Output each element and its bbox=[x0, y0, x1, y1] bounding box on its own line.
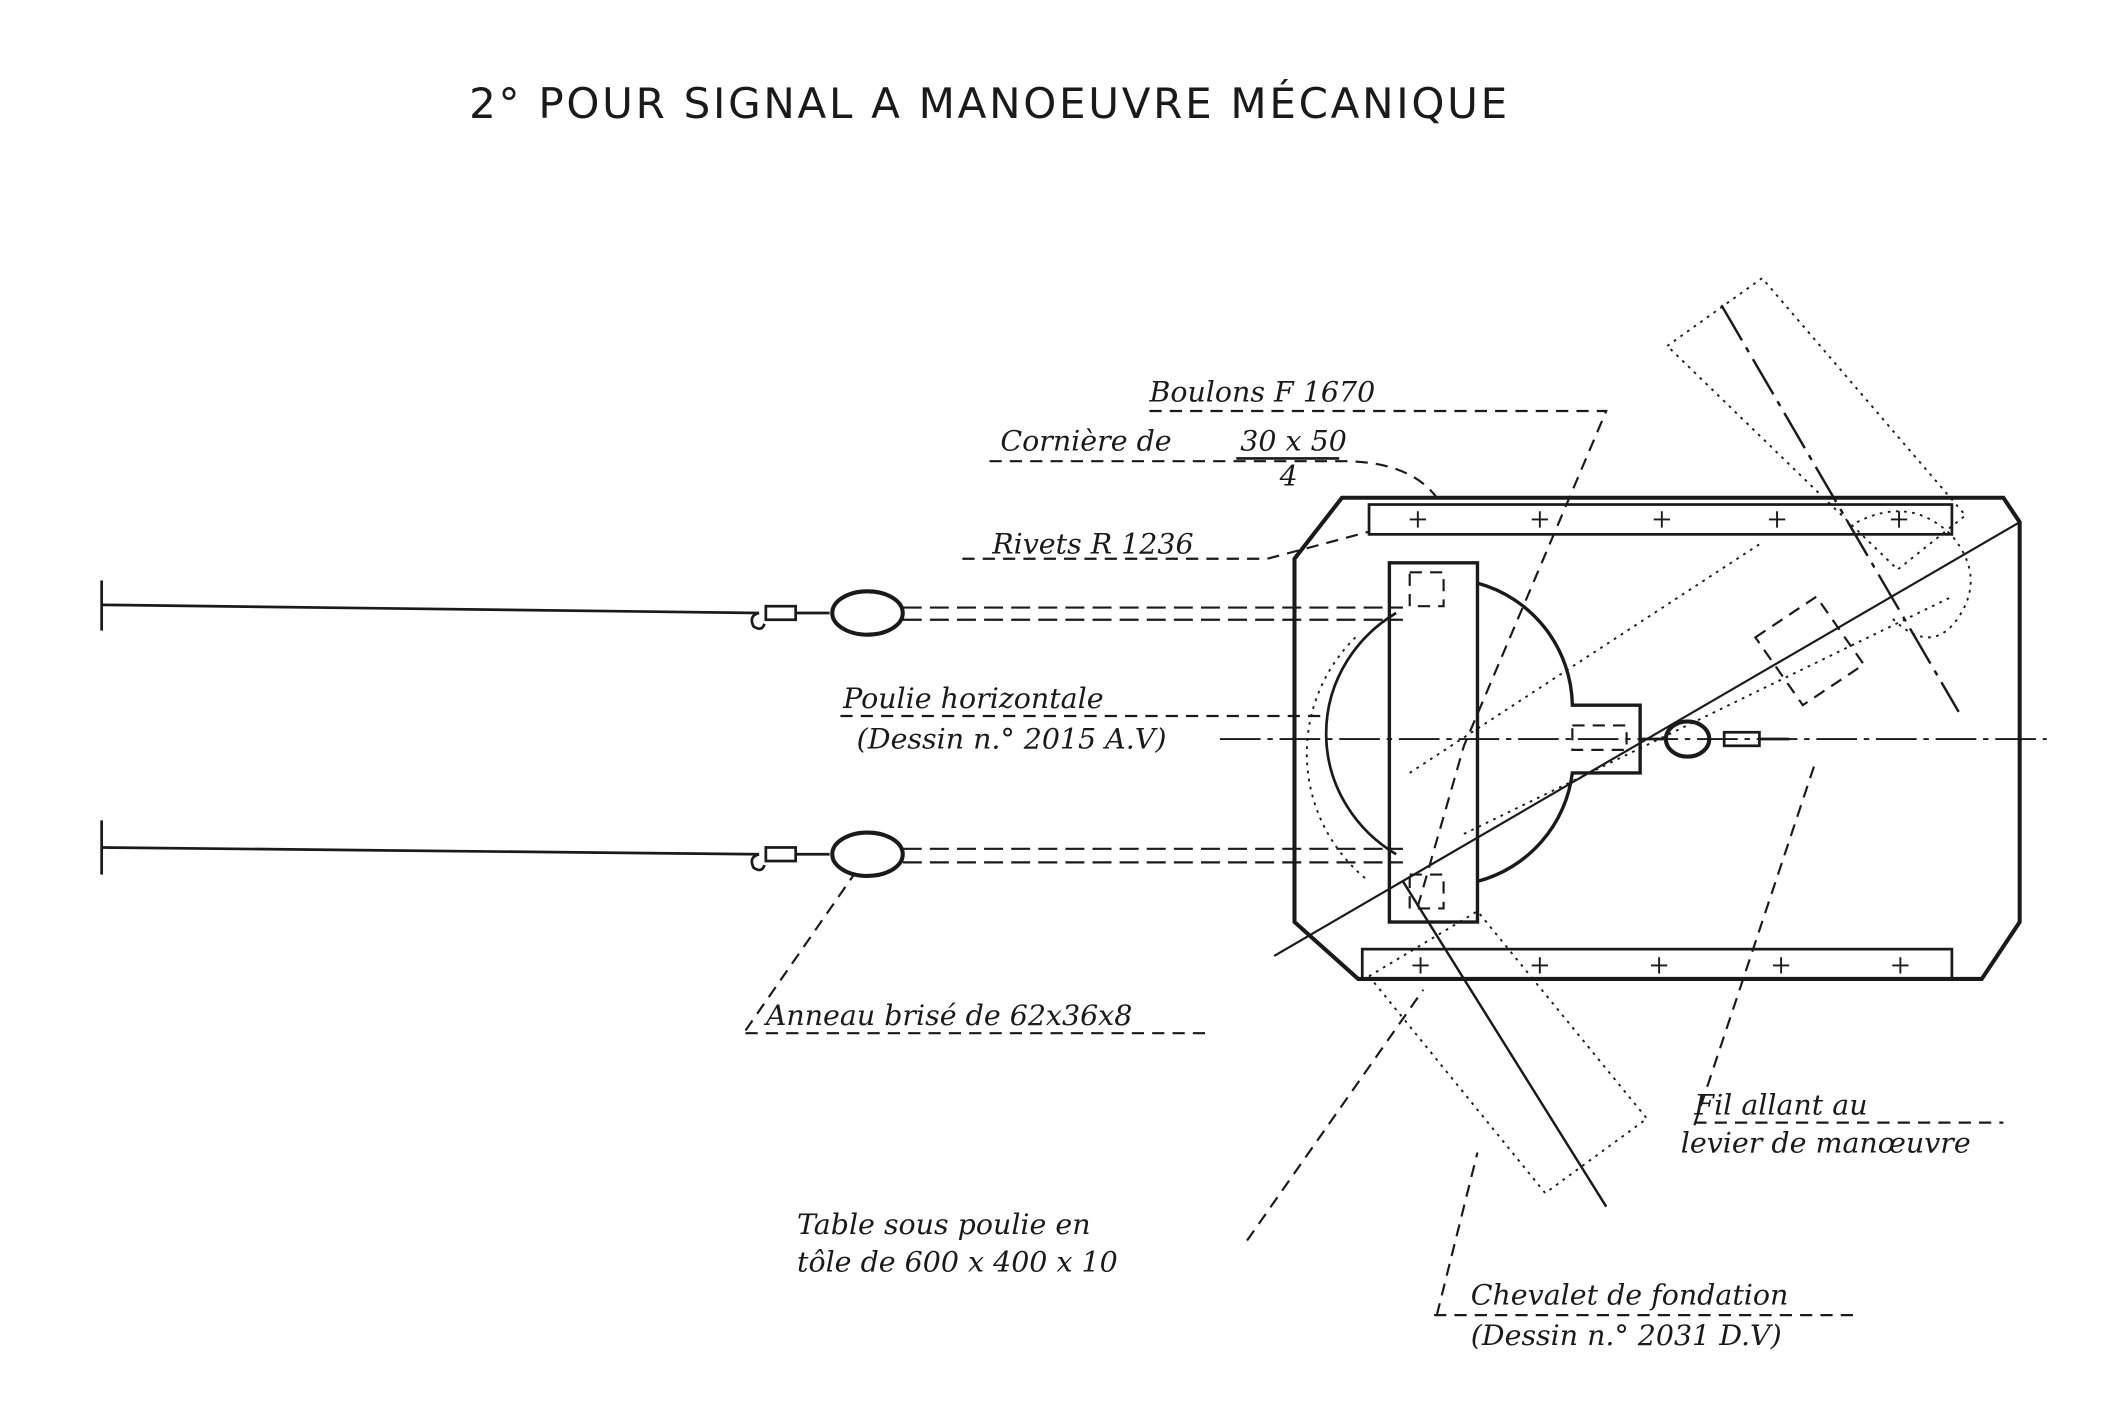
svg-text:30 x 50: 30 x 50 bbox=[1240, 424, 1347, 457]
label-rivets: Rivets R 1236 bbox=[991, 527, 1193, 560]
label-fil: Fil allant au levier de manœuvre bbox=[1681, 1089, 2004, 1159]
upper-wire bbox=[100, 580, 1403, 637]
svg-text:Cornière de: Cornière de bbox=[1000, 424, 1171, 457]
svg-text:(Dessin n.° 2015 A.V): (Dessin n.° 2015 A.V) bbox=[857, 723, 1167, 756]
angle-irons bbox=[1360, 503, 1954, 981]
label-poulie: Poulie horizontale (Dessin n.° 2015 A.V) bbox=[842, 682, 1166, 756]
label-chevalet: Chevalet de fondation (Dessin n.° 2031 D… bbox=[1434, 1278, 1858, 1352]
svg-text:Anneau brisé de 62x36x8: Anneau brisé de 62x36x8 bbox=[763, 999, 1132, 1032]
label-table: Table sous poulie en tôle de 600 x 400 x… bbox=[797, 1208, 1118, 1279]
svg-text:Fil allant au: Fil allant au bbox=[1693, 1089, 1867, 1122]
svg-text:4: 4 bbox=[1279, 460, 1298, 493]
drawing-title: 2° POUR SIGNAL A MANOEUVRE MÉCANIQUE bbox=[469, 78, 1510, 128]
svg-text:levier de manœuvre: levier de manœuvre bbox=[1681, 1126, 1971, 1159]
base-plate bbox=[1292, 495, 2022, 981]
svg-text:Chevalet de fondation: Chevalet de fondation bbox=[1471, 1278, 1789, 1311]
label-boulons: Boulons F 1670 bbox=[1148, 376, 1375, 409]
label-corniere: Cornière de 30 x 50 4 bbox=[1000, 424, 1346, 492]
svg-text:Boulons F 1670: Boulons F 1670 bbox=[1148, 376, 1375, 409]
lower-wire bbox=[100, 820, 1403, 878]
svg-text:tôle de 600 x 400 x 10: tôle de 600 x 400 x 10 bbox=[797, 1246, 1118, 1279]
label-anneau: Anneau brisé de 62x36x8 bbox=[745, 999, 1207, 1035]
foundation-frame bbox=[1273, 276, 2021, 1208]
svg-text:Table sous poulie en: Table sous poulie en bbox=[797, 1208, 1091, 1241]
svg-text:(Dessin n.° 2031 D.V): (Dessin n.° 2031 D.V) bbox=[1471, 1319, 1782, 1352]
leader-lines bbox=[744, 409, 1818, 1316]
split-ring-upper bbox=[830, 589, 905, 637]
split-ring-lower bbox=[830, 830, 905, 878]
svg-text:Poulie horizontale: Poulie horizontale bbox=[842, 682, 1103, 715]
horizontal-pulley bbox=[1305, 561, 1790, 924]
